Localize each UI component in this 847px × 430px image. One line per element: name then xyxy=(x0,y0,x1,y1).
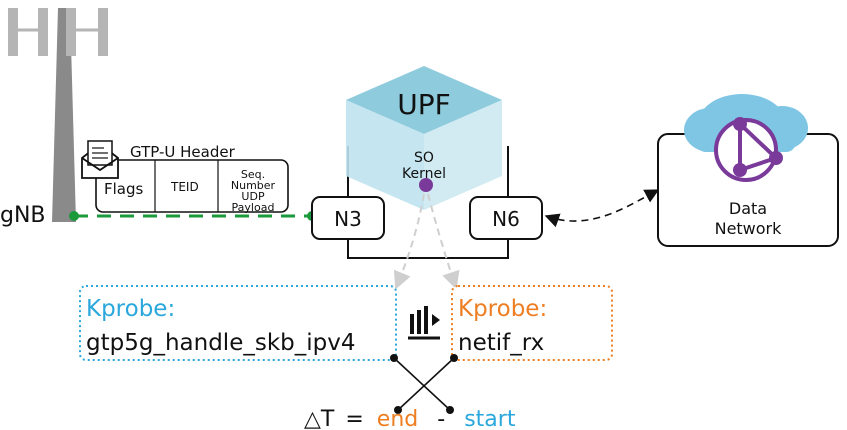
kernel-to-left-probe-arrow xyxy=(393,193,425,290)
kernel-to-right-probe-arrow xyxy=(427,193,460,290)
kernel-dot xyxy=(419,178,433,192)
delta-symbol: △T xyxy=(304,407,335,430)
sort-icon xyxy=(408,306,440,340)
delta-start: start xyxy=(464,407,516,430)
kprobe-right-func: netif_rx xyxy=(458,330,544,356)
gtp-field-udp: UDP xyxy=(241,190,265,203)
gtp-header-box xyxy=(95,159,289,213)
cell-tower-icon xyxy=(8,8,108,222)
data-network-line1: Data xyxy=(729,199,767,218)
upf-cube xyxy=(346,66,502,210)
delta-end: end xyxy=(377,407,418,430)
gtp-field-flags: Flags xyxy=(104,180,144,198)
gtp-field-seq: Seq. xyxy=(241,168,265,181)
n3-label: N3 xyxy=(334,207,362,231)
kprobe-right-box xyxy=(451,285,613,361)
so-label: SO xyxy=(414,150,434,166)
n6-label: N6 xyxy=(492,207,520,231)
n6-dn-link xyxy=(544,189,660,228)
data-network-line2: Network xyxy=(715,219,783,238)
kprobe-left-title: Kprobe: xyxy=(86,296,175,322)
kprobe-left-func: gtp5g_handle_skb_ipv4 xyxy=(86,330,355,356)
n3-interface xyxy=(311,196,385,240)
n6-interface xyxy=(469,196,543,240)
globe-network-icon xyxy=(714,117,783,182)
upf-title: UPF xyxy=(397,88,450,121)
gtp-field-teid: TEID xyxy=(170,180,199,194)
gnb-label: gNB xyxy=(0,203,46,228)
gtp-field-number: Number xyxy=(231,179,276,192)
delta-equals: = xyxy=(345,407,363,430)
delta-equation: △T = end - start xyxy=(304,407,516,430)
gtp-field-payload: Payload xyxy=(232,201,275,214)
gnb-link-endpoint xyxy=(69,211,79,221)
gtp-header-title: GTP-U Header xyxy=(130,143,236,161)
envelope-icon xyxy=(81,140,119,179)
delta-minus: - xyxy=(437,407,445,430)
kprobe-right-title: Kprobe: xyxy=(458,296,547,322)
kernel-label: Kernel xyxy=(402,166,446,182)
crossed-connector xyxy=(390,354,458,414)
kprobe-left-box xyxy=(79,285,397,361)
